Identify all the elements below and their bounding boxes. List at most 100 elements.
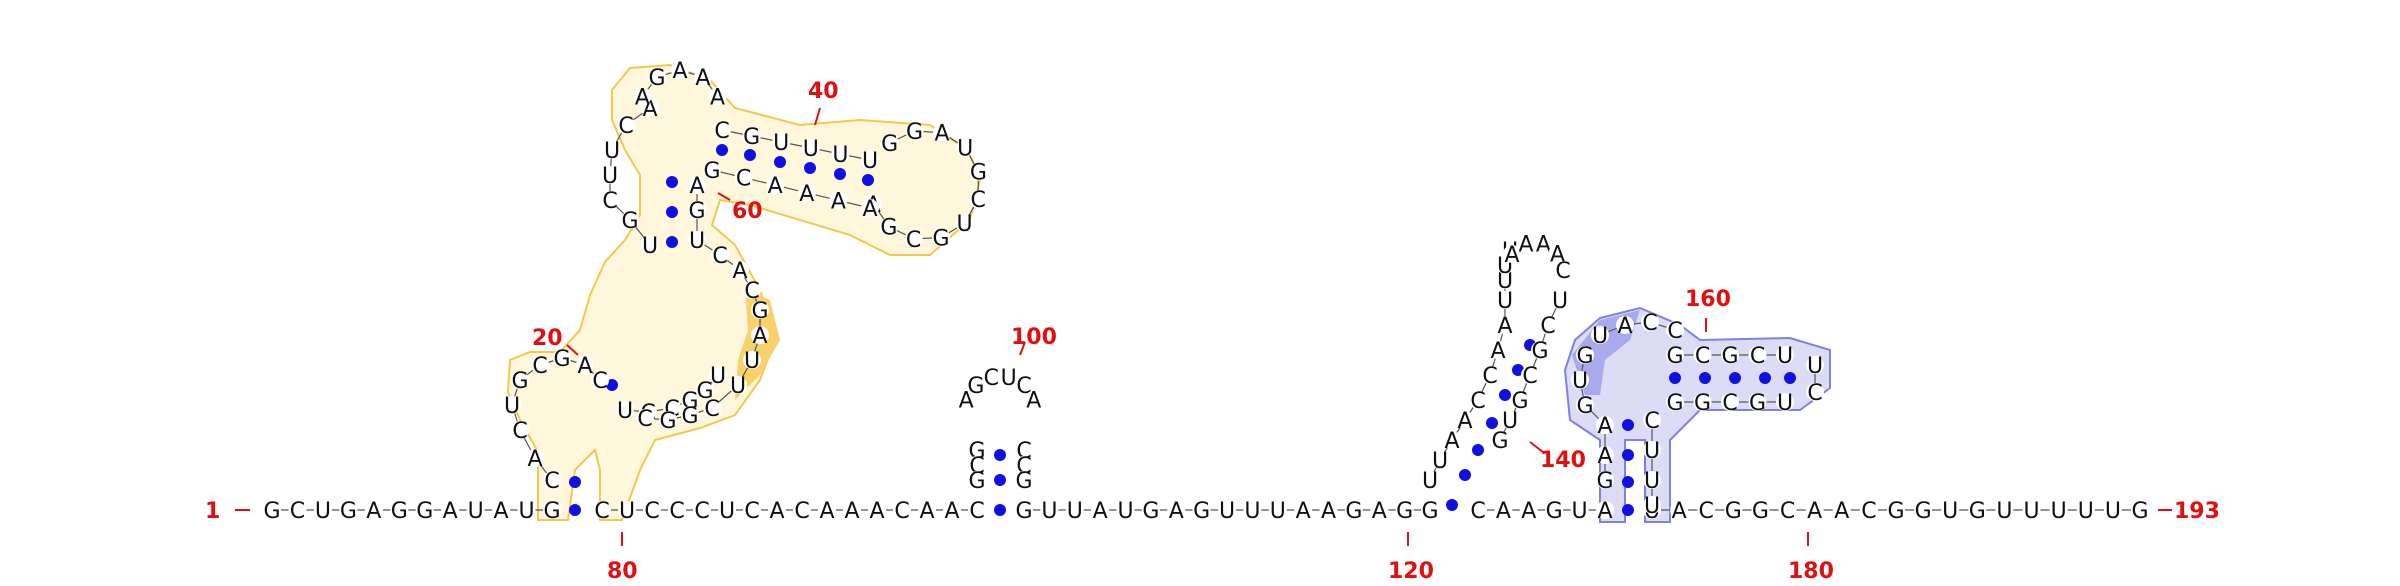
hp-left-up-nucleotide: C xyxy=(532,354,547,379)
main-5p-nucleotide: A xyxy=(366,499,381,524)
main-mid-nucleotide: C xyxy=(669,499,684,524)
nucleotide-bg xyxy=(1596,446,1614,464)
base-pair-dot xyxy=(1499,389,1511,401)
upper-left-loop-nucleotide: G xyxy=(649,66,666,91)
base-pair-dot xyxy=(666,206,678,218)
upper-right-down-nucleotide: A xyxy=(831,189,846,214)
nucleotide-bg xyxy=(2131,501,2149,519)
nucleotide-bg xyxy=(743,281,761,299)
upper-left-loop-nucleotide: A xyxy=(635,85,650,110)
nucleotide-bg xyxy=(711,246,729,264)
main-5p-nucleotide: U xyxy=(315,499,331,524)
main-5p-nucleotide: C xyxy=(290,499,305,524)
nucleotide-bg xyxy=(708,87,727,106)
position-label-180: 180 xyxy=(1788,559,1834,584)
blue-stem-top-nucleotide: G xyxy=(1666,344,1683,369)
base-pair-dot xyxy=(1512,364,1524,376)
nucleotide-bg xyxy=(1141,501,1160,519)
nucleotide-bg xyxy=(1431,451,1449,469)
nucleotide-bg xyxy=(621,211,639,229)
blue-stem-bot-nucleotide: G xyxy=(1694,391,1711,416)
hp-left-up-nucleotide: C xyxy=(512,419,527,444)
main-3p-nucleotide: U xyxy=(1996,499,2012,524)
position-label-120: 120 xyxy=(1388,559,1434,584)
main-mid3-nucleotide: U xyxy=(1572,499,1588,524)
nucleotide-bg xyxy=(591,371,609,389)
nucleotide-bg xyxy=(1496,291,1514,309)
hp140-r-nucleotide: C xyxy=(1540,314,1555,339)
nucleotide-bg xyxy=(688,176,706,194)
main-3p-nucleotide: G xyxy=(1887,499,1904,524)
nucleotide-bg xyxy=(576,356,594,374)
base-pair-dot xyxy=(1669,372,1681,384)
nucleotide-bg xyxy=(1832,501,1851,519)
upper-inner-nucleotide: G xyxy=(659,409,676,434)
nucleotide-bg xyxy=(313,501,332,519)
upper-right-loop-nucleotide: C xyxy=(906,228,921,253)
upper-inner-nucleotide: C xyxy=(712,244,727,269)
nucleotide-bg xyxy=(1344,501,1363,519)
upper-right-up-nucleotide: U xyxy=(832,143,848,168)
nucleotide-bg xyxy=(390,501,409,519)
nucleotide-bg xyxy=(1065,501,1084,519)
blue-stem-top-nucleotide: C xyxy=(1750,344,1765,369)
position-label-80: 80 xyxy=(607,559,638,584)
nucleotide-bg xyxy=(729,376,747,394)
nucleotide-bg xyxy=(1776,346,1794,364)
nucleotide-bg xyxy=(1370,501,1389,519)
nucleotide-bg xyxy=(1469,391,1487,409)
nucleotide-bg xyxy=(751,326,769,344)
base-pair-dot xyxy=(834,168,846,180)
upper-inner-nucleotide: C xyxy=(744,279,759,304)
upper-right-loop-nucleotide: G xyxy=(970,161,987,186)
tick-100 xyxy=(1019,341,1026,356)
nucleotide-bg xyxy=(1091,501,1110,519)
nucleotide-bg xyxy=(601,166,619,184)
blue-loop-nucleotide: C xyxy=(1807,381,1822,406)
upper-left-loop-nucleotide: A xyxy=(695,66,710,91)
main-3p-nucleotide: U xyxy=(2051,499,2067,524)
upper-right-up-nucleotide: G xyxy=(743,125,760,150)
nucleotide-bg xyxy=(1243,501,1262,519)
blue-loop-nucleotide: U xyxy=(1807,354,1823,379)
nucleotide-bg xyxy=(492,501,511,519)
nucleotide-bg xyxy=(968,441,986,459)
nucleotide-bg xyxy=(1395,501,1414,519)
blue-left-nucleotide: G xyxy=(1596,469,1613,494)
main-3p-nucleotide: G xyxy=(1725,499,1742,524)
blue-top-nucleotide: C xyxy=(1667,319,1682,344)
base-pair-dot xyxy=(1622,504,1634,516)
main-5p-nucleotide: U xyxy=(518,499,534,524)
nucleotide-bg xyxy=(1015,376,1034,395)
hp-left-up-nucleotide: C xyxy=(544,469,559,494)
blue-right-nucleotide: C xyxy=(1644,409,1659,434)
nucleotide-bg xyxy=(1670,501,1689,519)
nucleotide-bg xyxy=(1554,261,1572,279)
blue-top-nucleotide: A xyxy=(1617,314,1632,339)
nucleotide-bg xyxy=(1591,326,1609,344)
yellow-domain-accent xyxy=(735,290,780,400)
nucleotide-bg xyxy=(441,501,460,519)
nucleotide-bg xyxy=(918,501,936,519)
nucleotide-bg xyxy=(831,145,850,163)
main-3p-nucleotide: U xyxy=(2078,499,2094,524)
nucleotide-bg xyxy=(932,123,951,142)
nucleotide-bg xyxy=(982,368,1001,387)
blue-right-nucleotide: U xyxy=(1644,494,1660,519)
blue-stem-bot-nucleotide: G xyxy=(1666,391,1683,416)
hp-left-down-nucleotide: U xyxy=(710,364,726,389)
nucleotide-bg xyxy=(1596,501,1614,519)
main-mid2-nucleotide: A xyxy=(1169,499,1184,524)
nucleotide-bg xyxy=(641,236,659,254)
nucleotide-bg xyxy=(1693,346,1712,364)
base-pair-dot xyxy=(569,476,581,488)
main-mid-nucleotide: A xyxy=(944,499,959,524)
upper-right-down-nucleotide: A xyxy=(768,174,783,199)
position-label-160: 160 xyxy=(1685,287,1731,312)
nucleotide-bg xyxy=(879,217,898,236)
upper-left-loop-nucleotide: A xyxy=(710,85,725,110)
hp140-loop-nucleotide: A xyxy=(1505,243,1520,268)
nucleotide-bg xyxy=(601,191,619,209)
